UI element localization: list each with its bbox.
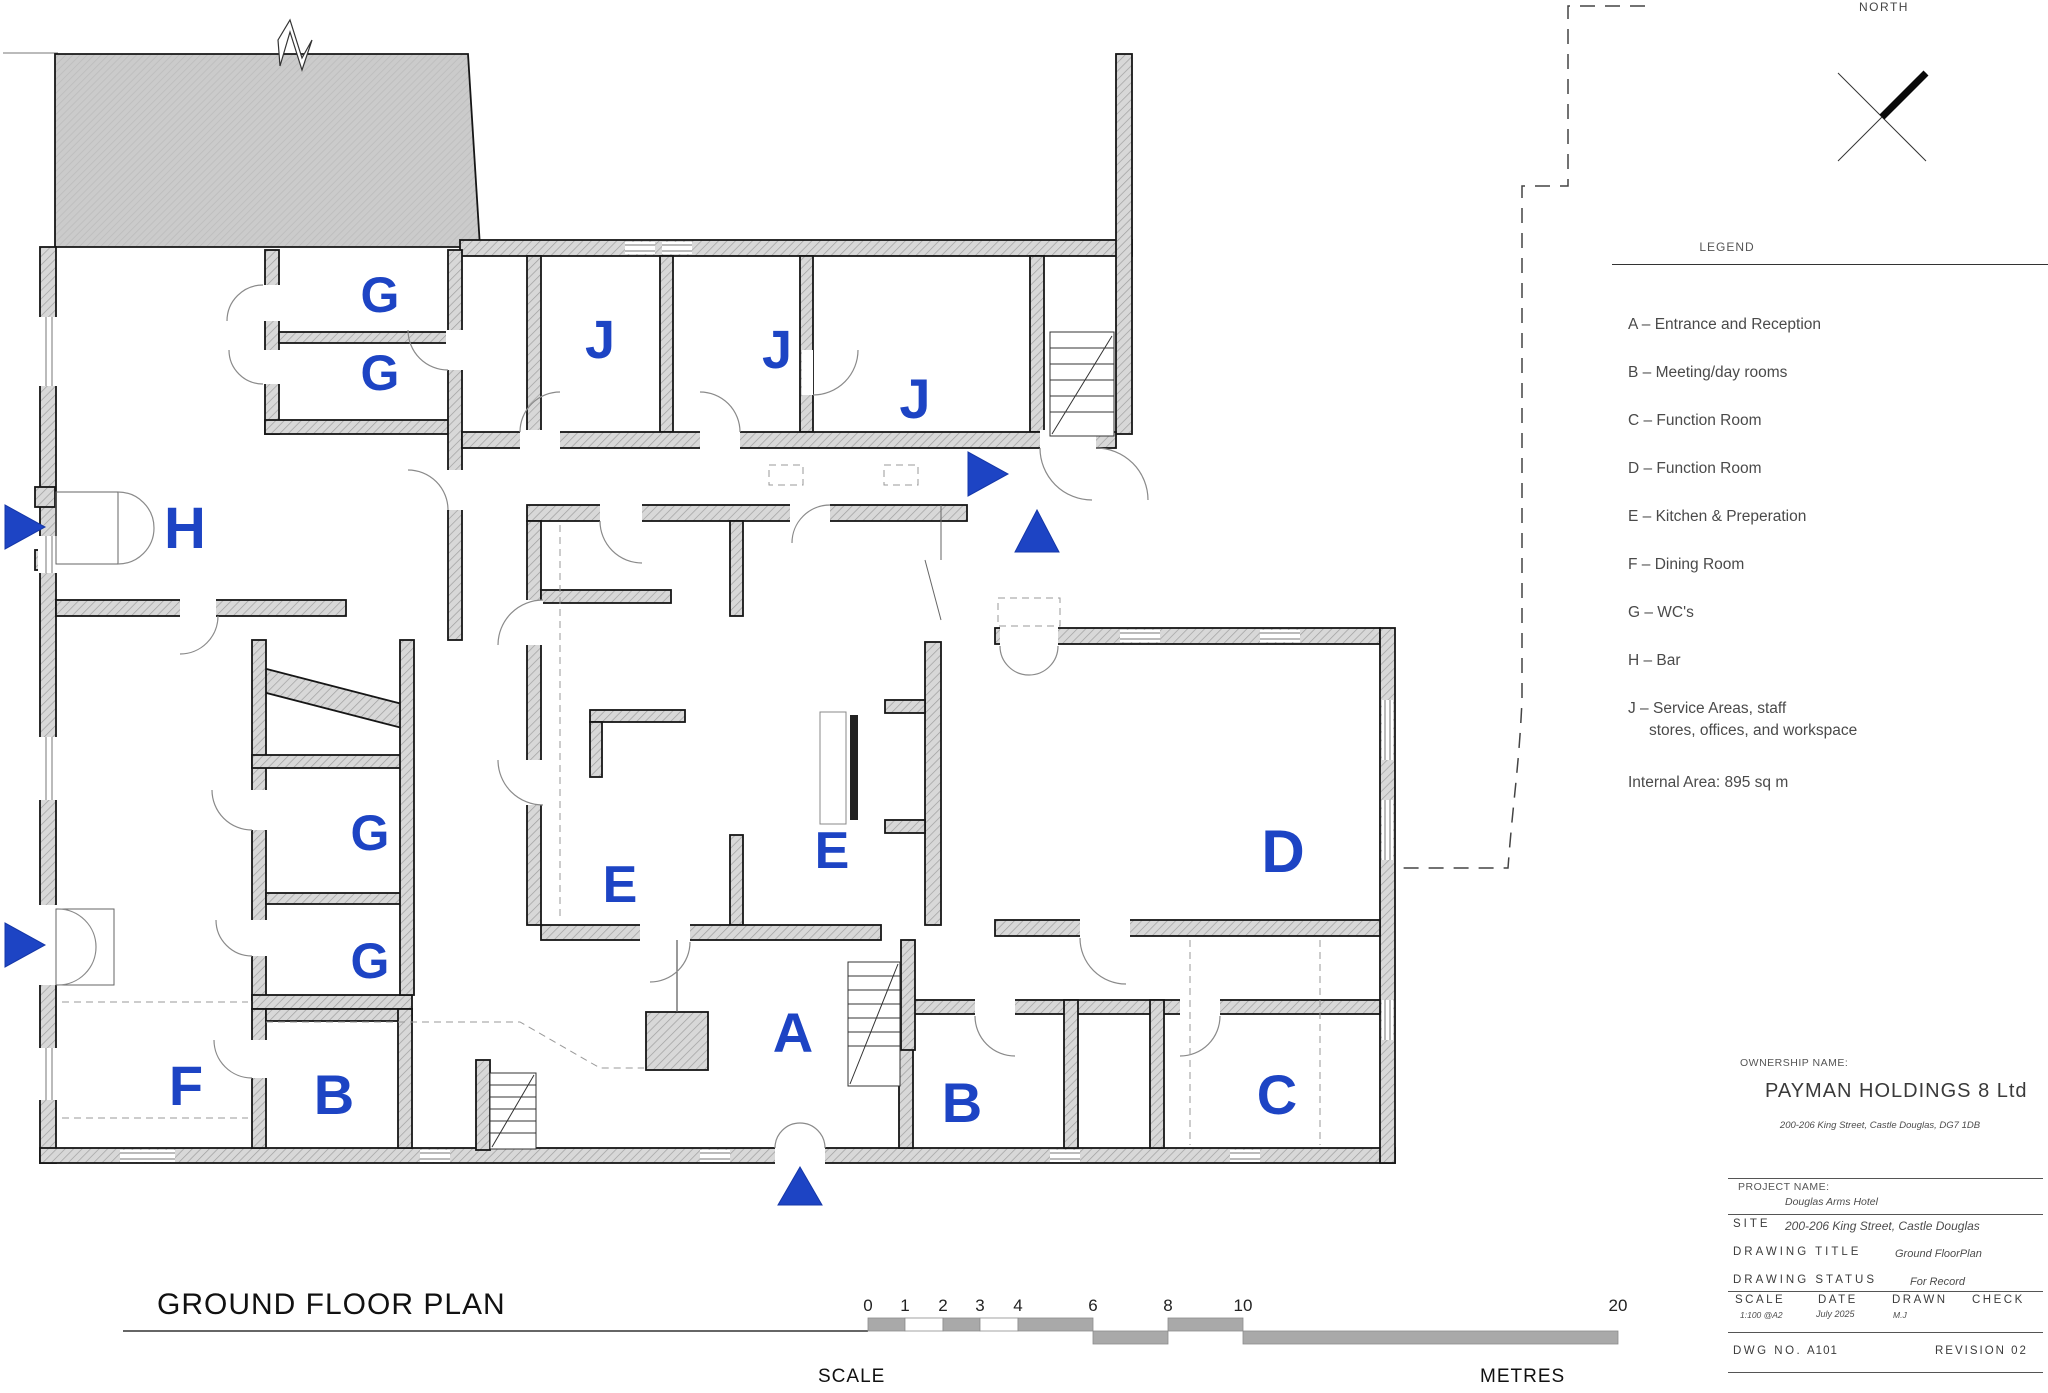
room-label: G (361, 345, 400, 401)
site-boundary-dashed (1397, 5, 1645, 869)
scale-tick: 2 (938, 1296, 947, 1315)
entrance-arrow-mid (967, 451, 1010, 497)
room-label: J (899, 367, 930, 430)
vestibule (55, 908, 115, 986)
tb-rule (1728, 1214, 2043, 1215)
legend-item-d: D – Function Room (1628, 460, 1762, 477)
legend-item-e: E – Kitchen & Preperation (1628, 508, 1807, 525)
room-label: C (1257, 1063, 1297, 1126)
counter-outline (819, 711, 847, 825)
scale-tick: 20 (1609, 1296, 1628, 1315)
room-label: B (314, 1063, 354, 1126)
site-value: 200-206 King Street, Castle Douglas (1785, 1219, 1980, 1233)
legend-item-c: C – Function Room (1628, 412, 1762, 429)
north-compass (1837, 70, 1929, 162)
legend-item-b: B – Meeting/day rooms (1628, 364, 1788, 381)
legend-item-j: J – Service Areas, staff (1628, 700, 1787, 717)
tb-rule (1728, 1178, 2043, 1179)
vestibule (55, 491, 119, 565)
pillar (645, 1011, 709, 1071)
scale-tick: 0 (863, 1296, 872, 1315)
entrance-arrows (4, 451, 1060, 1206)
site-label: SITE (1733, 1218, 1771, 1230)
north-needle (1879, 70, 1929, 120)
page-title: GROUND FLOOR PLAN (157, 1288, 506, 1321)
room-label: G (351, 805, 390, 861)
north-label: NORTH (1859, 0, 1909, 14)
tb-rule (1728, 1332, 2043, 1333)
entrance-arrow-west-1 (4, 504, 47, 550)
entrance-arrow-south (777, 1166, 823, 1206)
date-value: July 2025 (1816, 1309, 1855, 1319)
scale-tick: 6 (1088, 1296, 1097, 1315)
break-mark (277, 18, 313, 72)
legend-item-j-line2: stores, offices, and workspace (1649, 722, 1858, 739)
dashed-lines (62, 464, 1321, 1145)
stairs (489, 331, 1115, 1150)
fixtures (55, 491, 942, 1012)
room-labels: G G J J J H G G E E D F A B B C (164, 267, 1305, 1134)
drawing-title-value: Ground FloorPlan (1895, 1248, 1982, 1260)
scale-tick: 3 (975, 1296, 984, 1315)
scale-label: SCALE (818, 1366, 886, 1387)
room-label: H (164, 496, 206, 561)
scale-tick: 8 (1163, 1296, 1172, 1315)
tb-rule (1728, 1372, 2043, 1373)
legend-rule (1612, 264, 2048, 265)
room-label: G (351, 933, 390, 989)
legend-item-h: H – Bar (1628, 652, 1681, 669)
room-label: G (361, 267, 400, 323)
room-label: E (603, 856, 638, 914)
room-label: E (815, 822, 850, 880)
room-label: B (942, 1071, 982, 1134)
door-arcs (57, 284, 1221, 1149)
project-label: PROJECT NAME: (1738, 1181, 1830, 1193)
scale-tick: 1 (900, 1296, 909, 1315)
dwg-no-value: A101 (1807, 1345, 1838, 1357)
legend-internal-area: Internal Area: 895 sq m (1628, 774, 1789, 791)
ownership-label: OWNERSHIP NAME: (1740, 1057, 1849, 1069)
scale-value: 1:100 @A2 (1740, 1310, 1783, 1320)
counter (850, 715, 858, 820)
ownership-name: PAYMAN HOLDINGS 8 Ltd (1765, 1080, 2028, 1102)
legend-heading: LEGEND (1699, 240, 1755, 254)
scale-tick: 4 (1013, 1296, 1022, 1315)
site-mass (3, 18, 481, 248)
revision-label: REVISION 02 (1935, 1345, 2028, 1357)
scale-col-label: SCALE (1735, 1294, 1786, 1306)
room-label: J (762, 320, 792, 380)
drawn-value: M.J (1893, 1310, 1907, 1320)
project-name: Douglas Arms Hotel (1785, 1196, 1878, 1208)
scale-ticks: 0 1 2 3 4 6 8 10 20 (863, 1296, 1627, 1315)
drawn-col-label: DRAWN (1892, 1294, 1948, 1306)
scale-tick: 10 (1234, 1296, 1253, 1315)
check-col-label: CHECK (1972, 1294, 2025, 1306)
scale-bar: 0 1 2 3 4 6 8 10 20 (123, 1296, 1627, 1345)
room-label: A (773, 1001, 813, 1064)
room-label: F (169, 1054, 203, 1117)
legend: A – Entrance and Reception B – Meeting/d… (1628, 316, 2028, 792)
entrance-arrow-up (1014, 508, 1060, 553)
drawing-title-label: DRAWING TITLE (1733, 1246, 1862, 1258)
legend-item-g: G – WC's (1628, 604, 1694, 621)
entrance-arrow-west-2 (4, 922, 47, 968)
tb-rule (1728, 1291, 2043, 1292)
ownership-address: 200-206 King Street, Castle Douglas, DG7… (1779, 1120, 1981, 1131)
room-label: D (1261, 818, 1304, 885)
dwg-no-label: DWG NO. (1733, 1345, 1803, 1357)
drawing-status-label: DRAWING STATUS (1733, 1274, 1878, 1286)
date-col-label: DATE (1818, 1294, 1858, 1306)
metres-label: METRES (1480, 1366, 1566, 1387)
legend-item-a: A – Entrance and Reception (1628, 316, 1822, 333)
windows (38, 242, 1393, 1162)
room-label: J (585, 310, 615, 370)
drawing-status-value: For Record (1910, 1276, 1966, 1288)
legend-item-f: F – Dining Room (1628, 556, 1745, 573)
